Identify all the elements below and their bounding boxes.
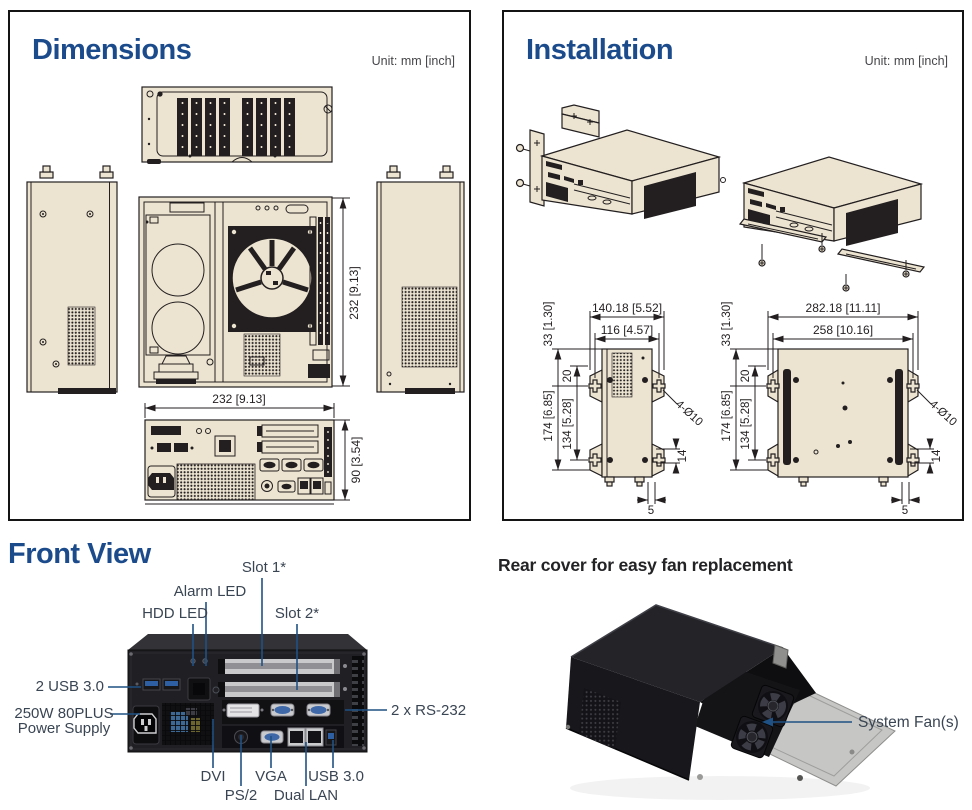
dimensions-unit: Unit: mm [inch] [371,54,455,68]
label-usb-front: 2 USB 3.0 [36,678,104,695]
dm-height-outer: 174 [6.85] [721,390,733,441]
deskmount-isometric [738,156,926,292]
label-slot1: Slot 1* [242,559,286,576]
serial-ports [259,458,324,472]
dim-front-height: 90 [3.54] [349,437,363,484]
left-side-view-drawing [26,165,118,394]
label-usb-io: USB 3.0 [308,768,364,785]
wm-edge-gap: 5 [648,505,654,517]
io-bracket-bottom [222,726,344,748]
label-hdd-led: HDD LED [142,605,208,622]
wallmount-isometric [515,104,726,219]
power-button [187,677,220,701]
rear-chassis-photo [565,604,896,800]
label-psu-line2: Power Supply [18,720,111,737]
front-view-drawing: 232 [9.13] [144,392,363,505]
wm-hole-dia: 4-Ø10 [673,398,705,428]
internal-top-view-drawing: 232 [9.13] [138,196,361,388]
label-ps2: PS/2 [225,787,258,804]
dm-hole-dia: 4-Ø10 [927,398,959,428]
io-bracket [222,700,344,724]
dm-width-outer: 282.18 [11.11] [806,301,881,315]
wm-height-inner: 134 [5.28] [562,398,574,449]
installation-panel: Installation Unit: mm [inch] [502,10,964,521]
dimensions-panel: Dimensions Unit: mm [inch] [8,10,471,521]
dim-front-width: 232 [9.13] [212,392,265,406]
front-callout-labels: Slot 1* Alarm LED HDD LED Slot 2* 2 USB … [14,559,466,804]
wm-hole-inset: 20 [562,370,574,383]
label-system-fans: System Fan(s) [858,714,959,731]
label-psu-line1: 250W 80PLUS [14,705,113,722]
system-fan-1 [751,684,795,728]
wm-width-outer: 140.18 [5.52] [592,301,662,315]
wm-side-offset: 14 [677,449,689,462]
dm-width-inner: 258 [10.16] [813,323,873,337]
deskmount-dim-drawing: 282.18 [11.11] 258 [10.16] 33 [1.30] 174… [721,301,959,517]
installation-drawing: 140.18 [5.52] 116 [4.57] 33 [1.30] 174 [… [515,104,959,517]
front-callout-lines [108,578,387,786]
label-alarm-led: Alarm LED [174,583,247,600]
front-view-title: Front View [8,538,151,570]
dm-edge-gap: 5 [902,505,908,517]
dim-side-height: 232 [9.13] [347,266,361,319]
front-chassis-photo [127,634,368,753]
installation-unit: Unit: mm [inch] [864,54,948,68]
installation-title: Installation [526,34,674,66]
top-view-drawing [141,86,333,164]
fan-callout: System Fan(s) [762,714,959,731]
right-side-view-drawing [376,165,465,394]
label-slot2: Slot 2* [275,605,319,622]
dm-side-offset: 14 [931,449,943,462]
wm-width-inner: 116 [4.57] [601,323,654,337]
dm-height-inner: 134 [5.28] [740,398,752,449]
label-dvi: DVI [200,768,225,785]
front-view-figure: Slot 1* Alarm LED HDD LED Slot 2* 2 USB … [14,559,466,804]
wm-height-outer: 174 [6.85] [543,390,555,441]
dimensions-drawing: 232 [9.13] 232 [9.13] [26,86,465,505]
wallmount-dim-drawing: 140.18 [5.52] 116 [4.57] 33 [1.30] 174 [… [543,301,705,517]
rear-cover-figure: System Fan(s) [565,604,959,800]
dm-top-offset: 33 [1.30] [721,302,733,347]
psu-area [132,703,214,745]
system-fan-2 [730,715,774,759]
label-vga: VGA [255,768,287,785]
dm-hole-inset: 20 [740,370,752,383]
rear-cover-title: Rear cover for easy fan replacement [498,555,793,575]
dimensions-title: Dimensions [32,34,192,66]
label-rs232: 2 x RS-232 [391,702,466,719]
wm-top-offset: 33 [1.30] [543,302,555,347]
label-dual-lan: Dual LAN [274,787,338,804]
front-usb-ports [135,678,181,691]
